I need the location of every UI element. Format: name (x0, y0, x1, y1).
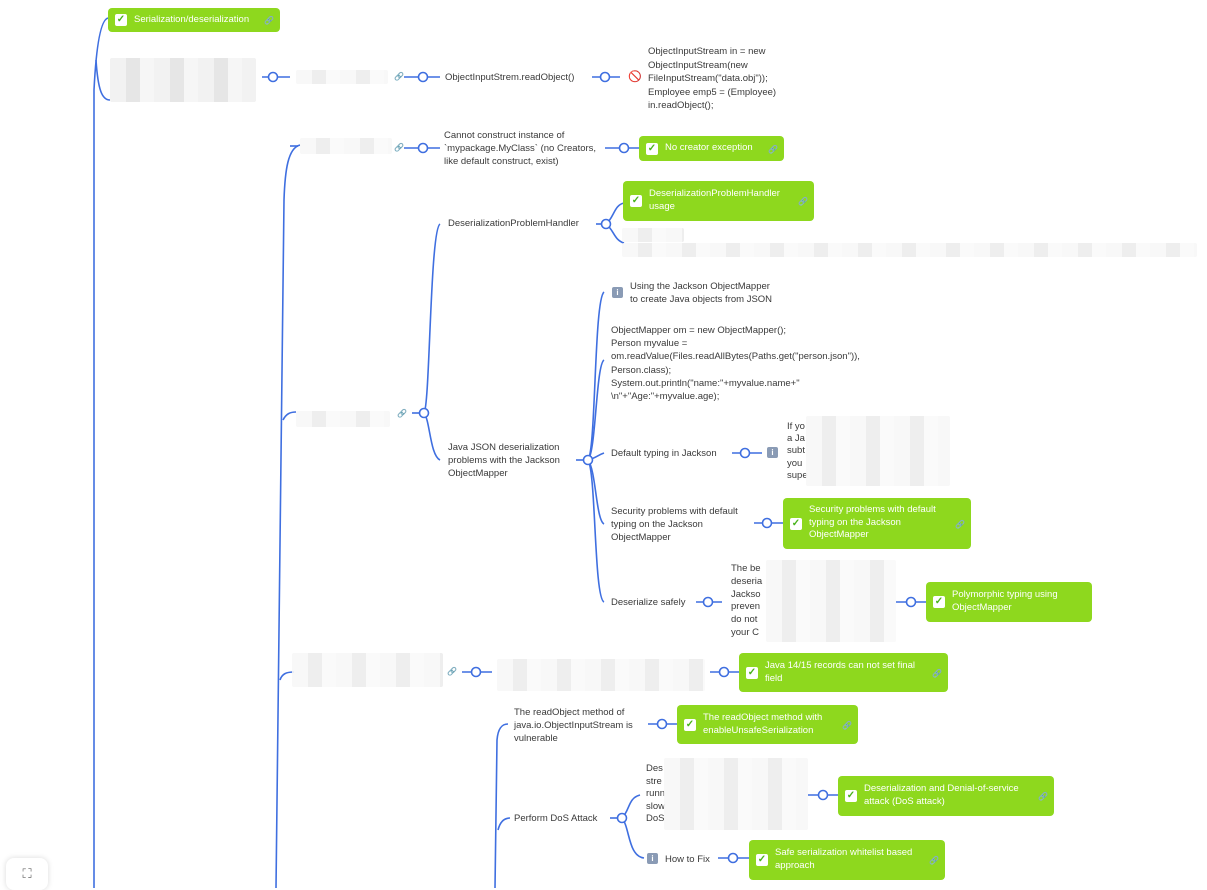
link-icon[interactable]: 🔗 (394, 72, 404, 81)
deserialize-safely-label[interactable]: Deserialize safely (611, 597, 686, 608)
link-icon[interactable]: 🔗 (394, 143, 404, 152)
howto-badge[interactable]: ✓ Safe serialization whitelist based app… (749, 840, 945, 880)
screenshot-icon[interactable]: ⛶ (6, 858, 48, 890)
default-typing-note[interactable]: If yo a Ja subt you supe (787, 421, 808, 481)
redacted-node (300, 138, 392, 154)
creator-text[interactable]: Cannot construct instance of `mypackage.… (444, 130, 597, 167)
link-icon[interactable]: 🔗 (932, 668, 942, 678)
howto-label[interactable]: How to Fix (665, 854, 710, 865)
link-icon[interactable]: 🔗 (842, 720, 852, 730)
info-icon: i (767, 447, 778, 458)
redacted-node (296, 70, 388, 84)
dos-label[interactable]: Perform DoS Attack (514, 813, 598, 824)
records-badge-label: Java 14/15 records can not set final fie… (765, 660, 915, 684)
redacted-note (664, 758, 808, 830)
dos-badge[interactable]: ✓ Deserialization and Denial-of-service … (838, 776, 1054, 816)
link-icon[interactable]: 🔗 (1038, 792, 1048, 801)
link-icon[interactable]: 🔗 (447, 667, 457, 676)
redacted-node (622, 228, 684, 242)
checkbox-icon: ✓ (684, 718, 696, 731)
records-badge[interactable]: ✓ Java 14/15 records can not set final f… (739, 653, 948, 692)
poly-badge[interactable]: ✓ Polymorphic typing using ObjectMapper (926, 582, 1092, 622)
dos-note[interactable]: Des stre runn slow DoS (646, 763, 666, 825)
vuln-badge[interactable]: ✓ The readObject method with enableUnsaf… (677, 705, 858, 744)
safe-note[interactable]: The be deseria Jackso preven do not your… (731, 563, 763, 638)
readobject-call[interactable]: ObjectInputStrem.readObject() (445, 72, 575, 83)
redacted-node (292, 653, 443, 687)
checkbox-icon: ✓ (646, 142, 658, 155)
handler-badge[interactable]: ✓ DeserializationProblemHandler usage 🔗 (623, 181, 814, 221)
checkbox-icon: ✓ (115, 14, 127, 26)
default-typing-label[interactable]: Default typing in Jackson (611, 448, 717, 459)
link-icon[interactable]: 🔗 (955, 519, 965, 529)
redacted-node (622, 243, 1197, 257)
root-label: Serialization/deserialization (134, 14, 250, 25)
jackson-label[interactable]: Java JSON deserialization problems with … (448, 442, 560, 479)
redacted-note (806, 416, 950, 486)
jackson-info-text[interactable]: Using the Jackson ObjectMapper to create… (630, 281, 773, 305)
checkbox-icon: ✓ (845, 790, 857, 802)
info-icon: i (612, 287, 623, 298)
link-icon[interactable]: 🔗 (798, 197, 808, 206)
checkbox-icon: ✓ (630, 195, 642, 207)
forbidden-icon: 🚫 (628, 71, 642, 83)
howto-badge-label: Safe serialization whitelist based appro… (775, 847, 913, 871)
readobject-code[interactable]: ObjectInputStream in = new ObjectInputSt… (648, 46, 777, 111)
security-badge[interactable]: ✓ Security problems with default typing … (783, 498, 971, 549)
jackson-code[interactable]: ObjectMapper om = new ObjectMapper(); Pe… (611, 325, 860, 403)
link-icon[interactable]: 🔗 (929, 856, 939, 865)
link-icon[interactable]: 🔗 (264, 16, 274, 25)
checkbox-icon: ✓ (790, 517, 802, 530)
root-node[interactable]: ✓ Serialization/deserialization 🔗 (108, 8, 280, 32)
handler-badge-label: DeserializationProblemHandler usage (649, 188, 780, 212)
security-badge-label: Security problems with default typing on… (809, 504, 936, 540)
creator-badge[interactable]: ✓ No creator exception 🔗 (639, 136, 784, 161)
link-icon[interactable]: 🔗 (768, 144, 778, 154)
security-text[interactable]: Security problems with default typing on… (611, 506, 738, 543)
handler-label[interactable]: DeserializationProblemHandler (448, 218, 579, 229)
poly-badge-label: Polymorphic typing using ObjectMapper (952, 589, 1058, 613)
vuln-text[interactable]: The readObject method of java.io.ObjectI… (514, 707, 633, 744)
checkbox-icon: ✓ (933, 596, 945, 608)
checkbox-icon: ✓ (746, 666, 758, 679)
checkbox-icon: ✓ (756, 854, 768, 866)
link-icon[interactable]: 🔗 (397, 409, 407, 418)
redacted-node (296, 411, 390, 427)
creator-badge-label: No creator exception (665, 142, 753, 153)
redacted-node (497, 659, 705, 691)
dos-badge-label: Deserialization and Denial-of-service at… (864, 783, 1019, 807)
info-icon: i (647, 853, 658, 864)
redacted-node (110, 58, 256, 102)
redacted-note (766, 560, 896, 642)
vuln-badge-label: The readObject method with enableUnsafeS… (703, 712, 823, 736)
